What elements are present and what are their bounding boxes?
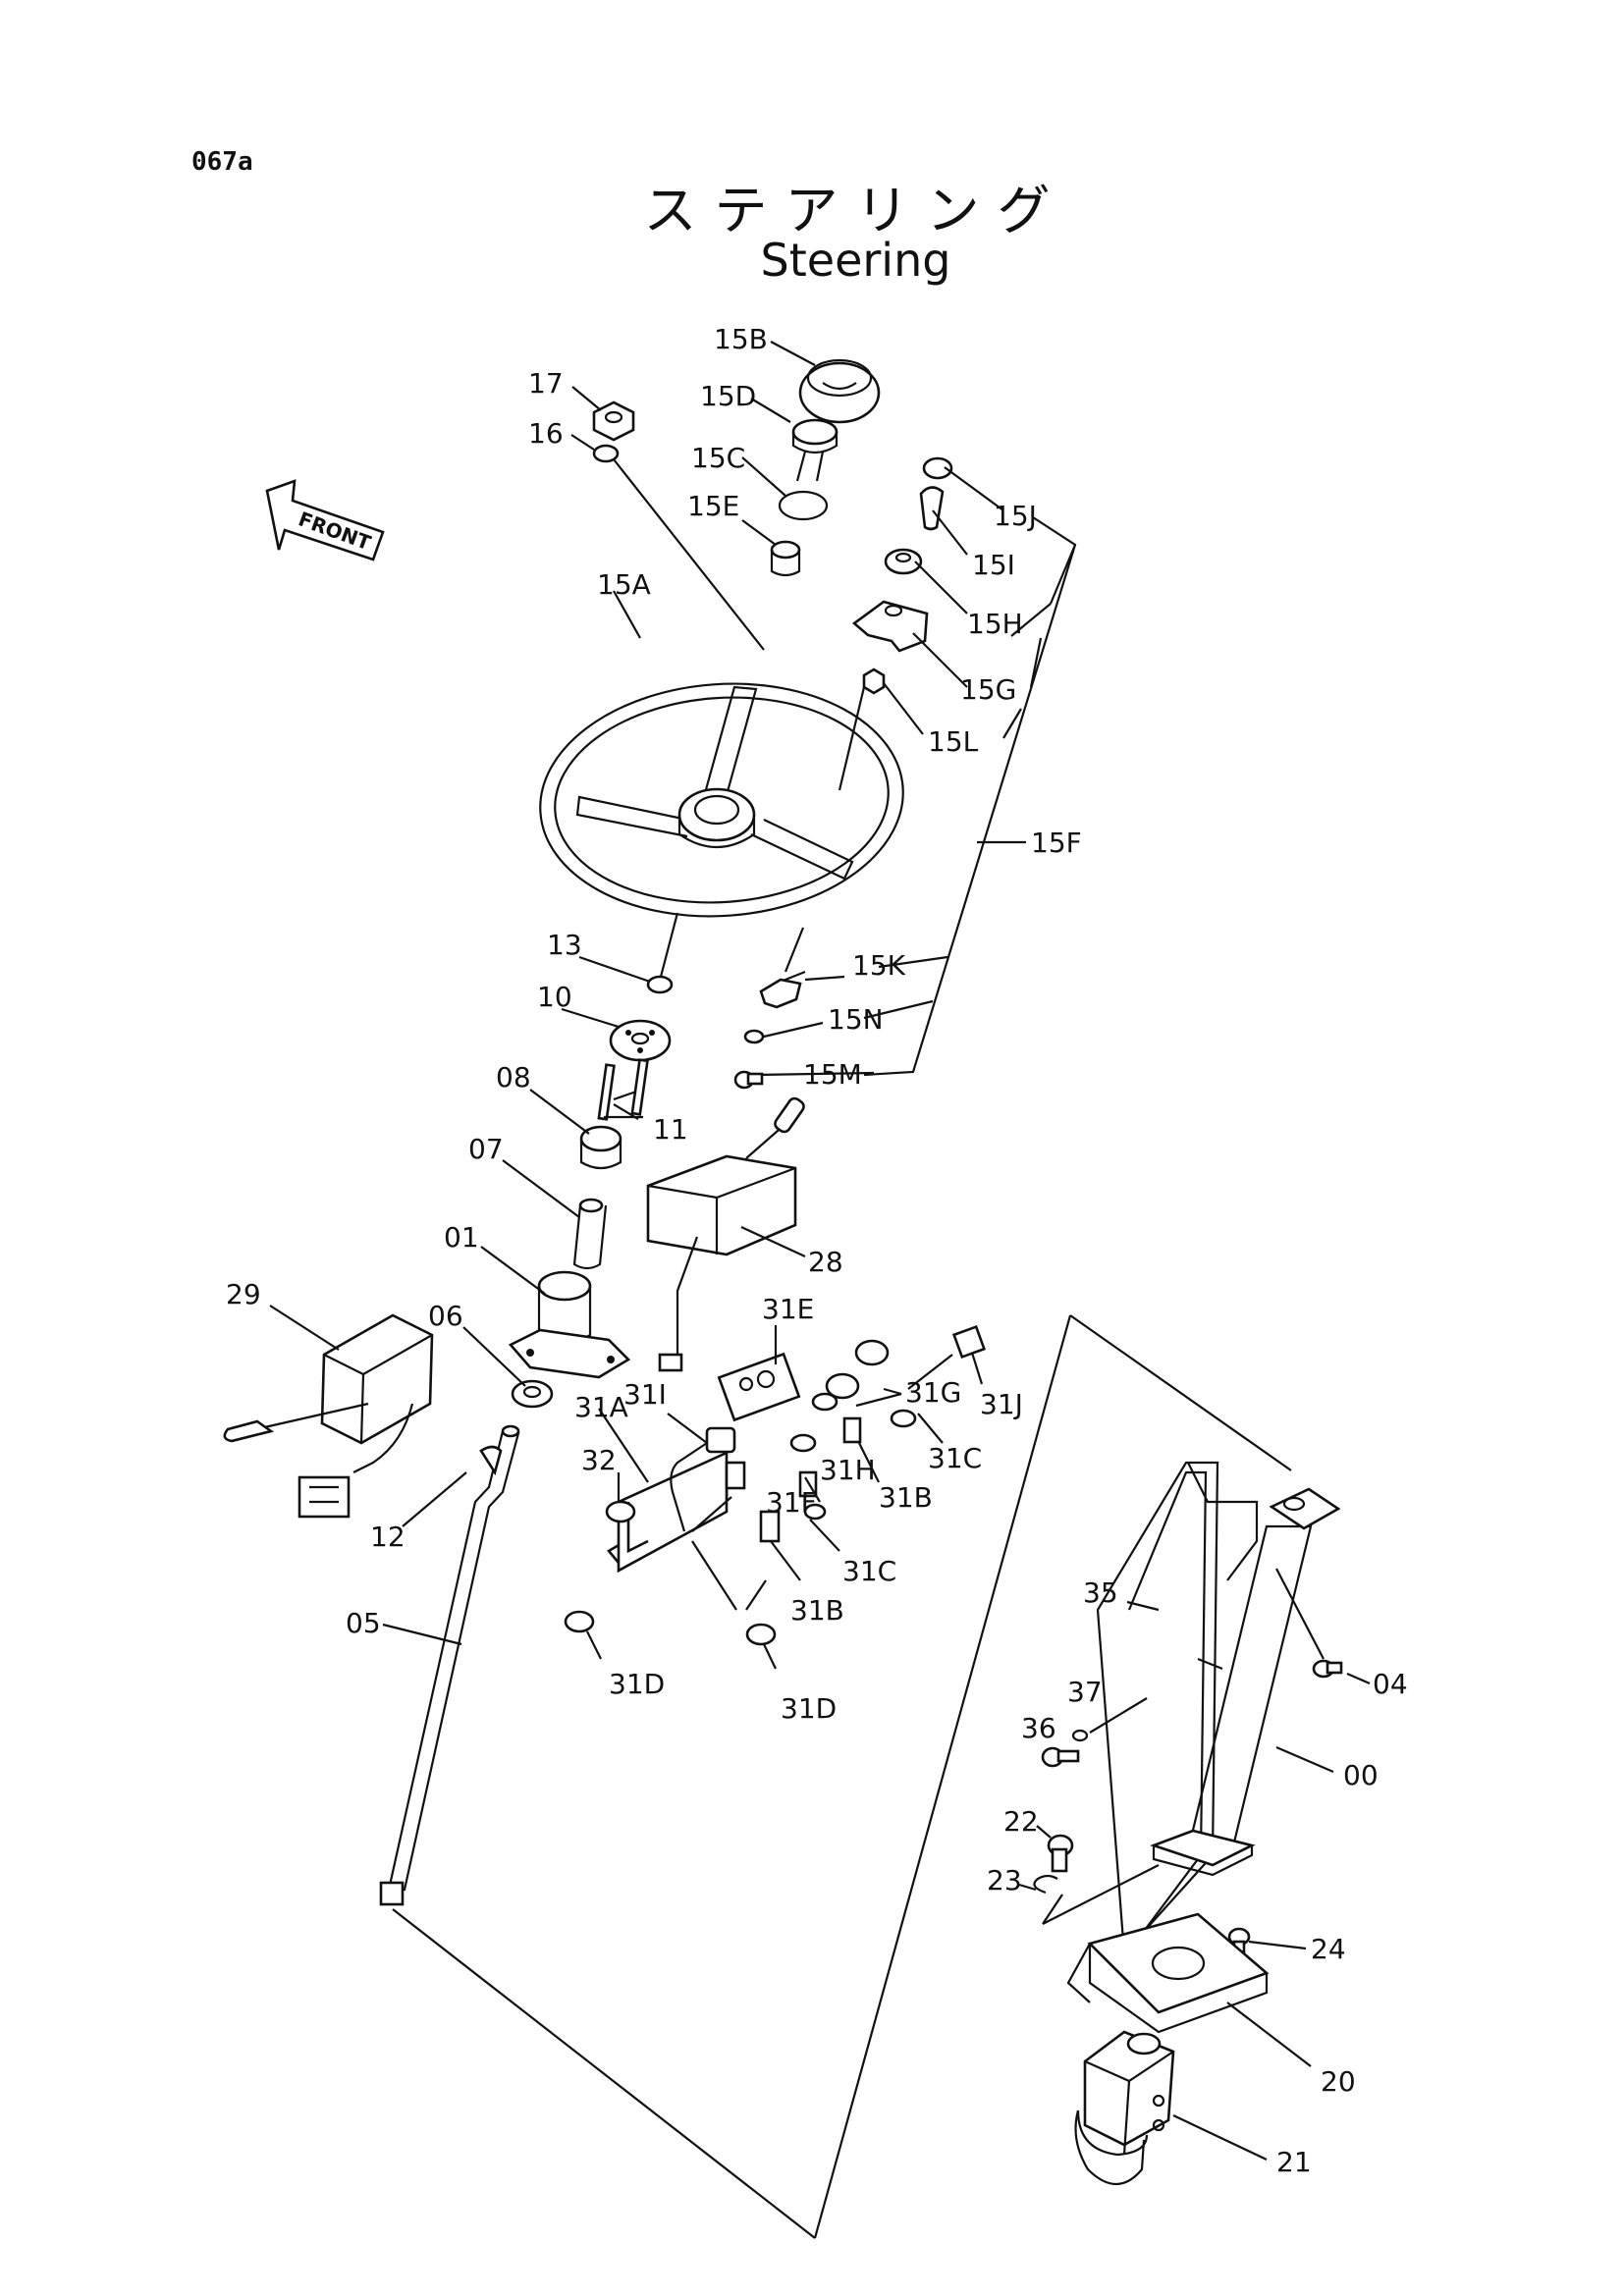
label-15H: 15H	[967, 608, 1023, 640]
label-15I: 15I	[972, 549, 1015, 581]
combination-switch-part	[223, 1313, 434, 1519]
label-13: 13	[547, 929, 582, 961]
label-31B-b: 31B	[790, 1594, 844, 1627]
label-31D-a: 31D	[609, 1668, 665, 1700]
label-36: 36	[1021, 1712, 1056, 1744]
snap-ring-part	[646, 975, 674, 994]
label-15A: 15A	[597, 568, 651, 601]
label-31H: 31H	[820, 1454, 876, 1486]
o-ring-part	[778, 490, 829, 521]
label-22: 22	[1003, 1805, 1039, 1838]
part-labels: 15B 15D 15C 15E 17 16 15J 15I 15H 15G 15…	[226, 323, 1408, 2178]
label-17: 17	[528, 367, 564, 400]
nut-part	[592, 400, 635, 442]
label-00: 00	[1343, 1759, 1379, 1791]
leader-lines	[269, 341, 1371, 2239]
label-31C-b: 31C	[842, 1555, 896, 1587]
label-31D-b: 31D	[781, 1692, 837, 1725]
label-31E: 31E	[762, 1293, 814, 1325]
label-04: 04	[1373, 1668, 1408, 1700]
washer-37-part	[1071, 1729, 1089, 1742]
label-15J: 15J	[994, 500, 1037, 532]
page-code: 067a	[191, 147, 253, 177]
label-15G: 15G	[960, 673, 1016, 706]
label-05: 05	[346, 1607, 381, 1639]
label-15L: 15L	[928, 725, 979, 758]
label-15B: 15B	[714, 323, 768, 355]
bolt-04-part	[1312, 1659, 1343, 1679]
bolt-36-part	[1041, 1746, 1080, 1768]
label-31I: 31I	[623, 1378, 667, 1411]
label-31A: 31A	[574, 1391, 628, 1423]
label-10: 10	[537, 981, 572, 1013]
label-35: 35	[1083, 1576, 1118, 1609]
label-31C-a: 31C	[928, 1442, 982, 1474]
label-15K: 15K	[852, 949, 906, 982]
label-16: 16	[528, 417, 564, 450]
front-arrow-icon: FRONT	[265, 479, 385, 561]
label-37: 37	[1067, 1676, 1103, 1708]
pin-parts	[597, 1058, 649, 1121]
flange-part	[609, 1019, 672, 1062]
spring-part	[770, 540, 801, 577]
label-31B-a: 31B	[879, 1481, 933, 1514]
label-11: 11	[653, 1113, 688, 1146]
label-15D: 15D	[700, 380, 756, 412]
label-31J: 31J	[980, 1388, 1023, 1420]
horn-switch-assembly	[851, 456, 953, 695]
column-housing-part	[508, 1270, 631, 1379]
label-31G: 31G	[905, 1376, 961, 1409]
contact-plate-part	[791, 418, 839, 482]
label-15M: 15M	[803, 1058, 862, 1091]
column-tube-part	[1150, 1487, 1341, 1877]
lever-switch-part	[646, 1096, 805, 1372]
steering-valve-part	[1074, 2030, 1175, 2185]
bushing-part	[579, 1125, 622, 1170]
label-15F: 15F	[1031, 827, 1082, 859]
label-32: 32	[581, 1444, 617, 1476]
label-21: 21	[1276, 2146, 1312, 2178]
label-08: 08	[496, 1061, 531, 1094]
title-english: Steering	[760, 234, 951, 287]
label-23: 23	[987, 1864, 1022, 1896]
label-24: 24	[1311, 1933, 1346, 1965]
label-06: 06	[428, 1300, 463, 1332]
label-12: 12	[370, 1521, 406, 1553]
washer-part	[592, 444, 620, 463]
key-part	[479, 1445, 503, 1476]
label-15C: 15C	[691, 442, 745, 474]
bearing-part	[511, 1379, 554, 1409]
label-20: 20	[1321, 2065, 1356, 2098]
label-28: 28	[808, 1246, 843, 1278]
steering-wheel-part	[539, 682, 904, 918]
horn-cap-part	[798, 358, 881, 424]
mounting-plate-part	[1066, 1912, 1270, 2034]
label-01: 01	[444, 1221, 479, 1254]
steering-shaft-part	[379, 1424, 520, 1906]
title-japanese: ステアリング	[643, 180, 1068, 241]
label-29: 29	[226, 1278, 261, 1310]
bolt-22-part	[1047, 1834, 1074, 1873]
washer-23-part	[1033, 1874, 1058, 1895]
column-support-part	[1096, 1461, 1259, 1956]
label-15N: 15N	[828, 1003, 884, 1036]
label-15E: 15E	[687, 490, 739, 522]
label-31F: 31F	[766, 1486, 817, 1519]
sleeve-part	[572, 1198, 608, 1270]
label-07: 07	[468, 1133, 504, 1165]
